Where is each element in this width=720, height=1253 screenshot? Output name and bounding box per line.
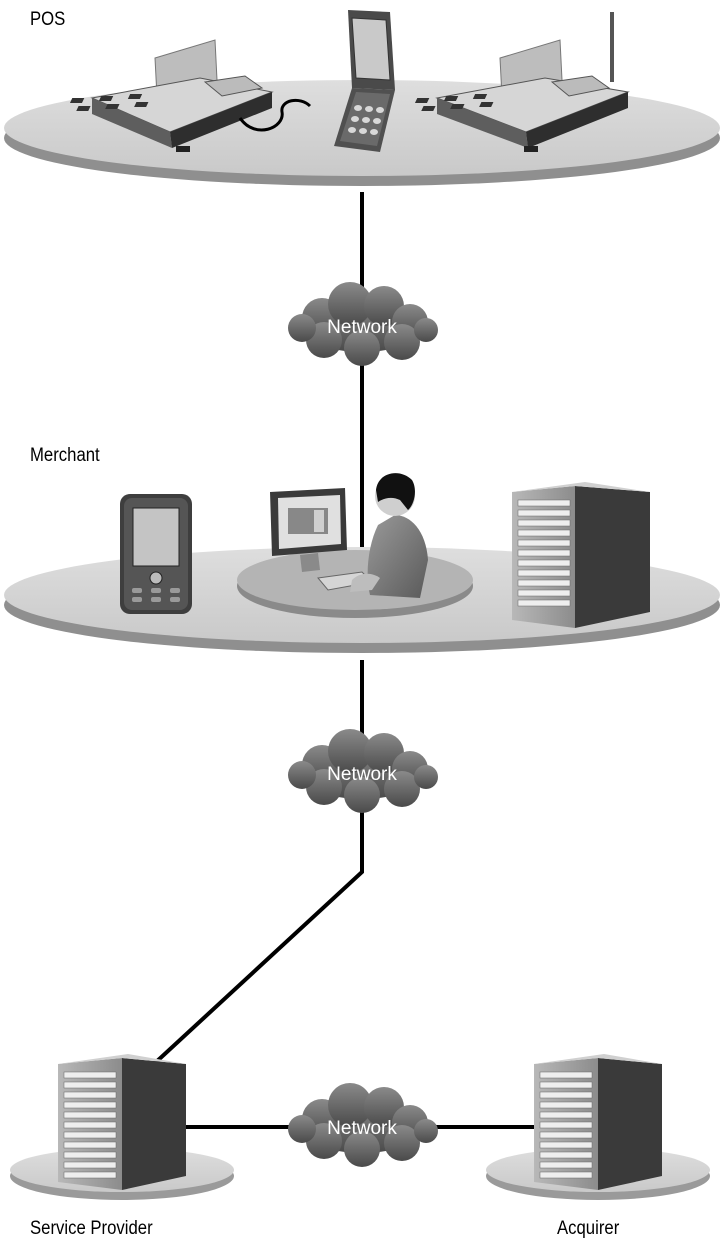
network-cloud-3: Network bbox=[288, 1083, 438, 1167]
flip-phone-icon bbox=[334, 10, 395, 152]
desktop-computer-icon bbox=[270, 488, 374, 591]
server-icon bbox=[58, 1054, 186, 1190]
network-cloud-1: Network bbox=[288, 282, 438, 366]
pos-label: POS bbox=[30, 9, 66, 30]
cloud-icon bbox=[288, 282, 438, 366]
network-label: Network bbox=[327, 1118, 397, 1139]
network-label: Network bbox=[327, 764, 397, 785]
cloud-icon bbox=[288, 1083, 438, 1167]
network-label: Network bbox=[327, 317, 397, 338]
cloud-icon bbox=[288, 729, 438, 813]
merchant-label: Merchant bbox=[30, 445, 100, 466]
network-cloud-2: Network bbox=[288, 729, 438, 813]
server-icon bbox=[534, 1054, 662, 1190]
pos-terminal-icon bbox=[69, 39, 312, 152]
service-provider-label: Service Provider bbox=[30, 1218, 153, 1239]
pda-phone-icon bbox=[120, 494, 192, 614]
wireless-pos-terminal-icon bbox=[414, 12, 630, 152]
server-icon bbox=[512, 482, 650, 628]
acquirer-label: Acquirer bbox=[557, 1218, 620, 1239]
person-icon bbox=[350, 473, 428, 598]
